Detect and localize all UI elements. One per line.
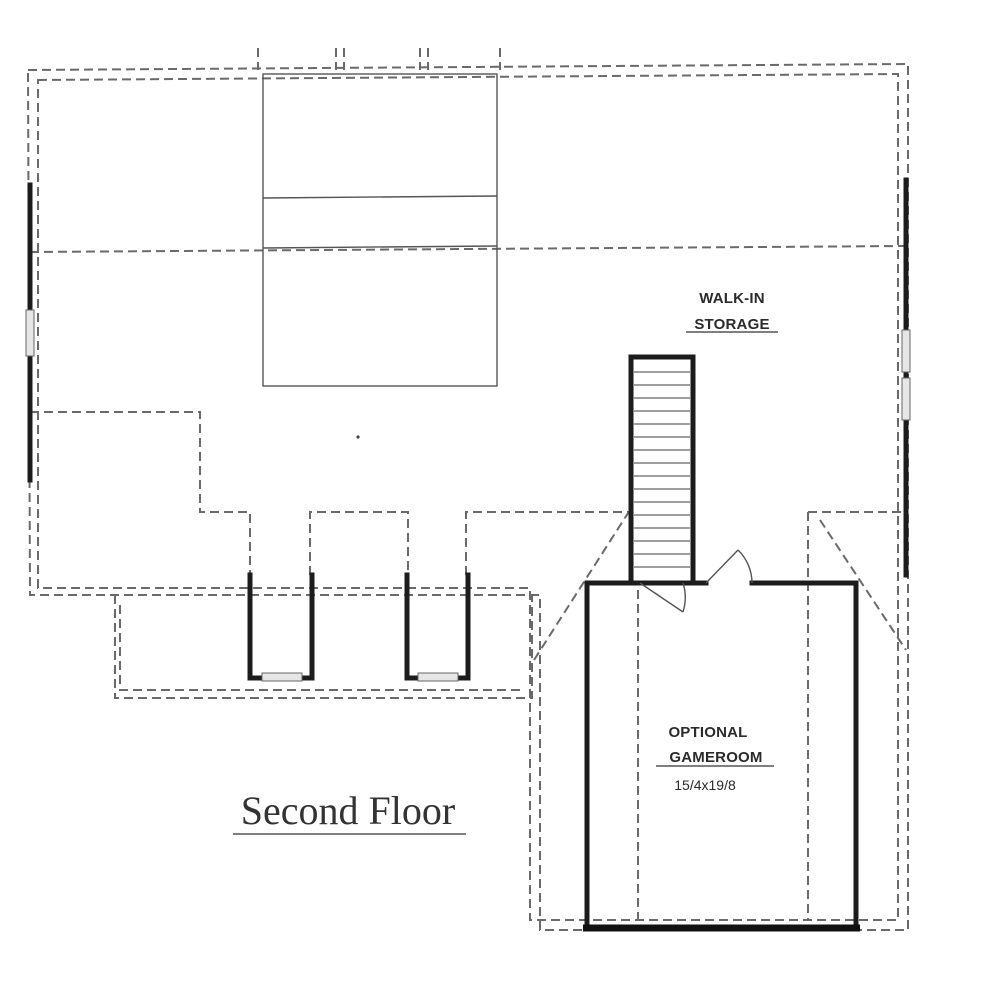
side-window-left <box>25 309 35 357</box>
storage-label: WALK-IN STORAGE <box>686 290 778 333</box>
marker-dot <box>356 435 360 439</box>
side-window-right-1 <box>901 329 911 373</box>
side-window-right-2 <box>901 377 911 421</box>
floor-title-text: Second Floor <box>241 788 455 833</box>
dormer-left <box>247 572 315 682</box>
stair <box>628 354 696 586</box>
storage-label-line2: STORAGE <box>694 316 769 333</box>
roof-outline <box>26 48 909 931</box>
gameroom-label-line2: GAMEROOM <box>669 749 762 766</box>
attic-block <box>262 73 498 387</box>
gameroom-dimensions: 15/4x19/8 <box>674 777 736 793</box>
floor-title: Second Floor <box>233 788 466 835</box>
gameroom-walls <box>583 549 860 932</box>
exterior-walls <box>25 177 911 578</box>
dormer-right <box>404 572 471 682</box>
gameroom-label-line1: OPTIONAL <box>668 724 747 741</box>
storage-label-line1: WALK-IN <box>699 290 765 307</box>
gameroom-label: OPTIONAL GAMEROOM 15/4x19/8 <box>656 724 774 793</box>
